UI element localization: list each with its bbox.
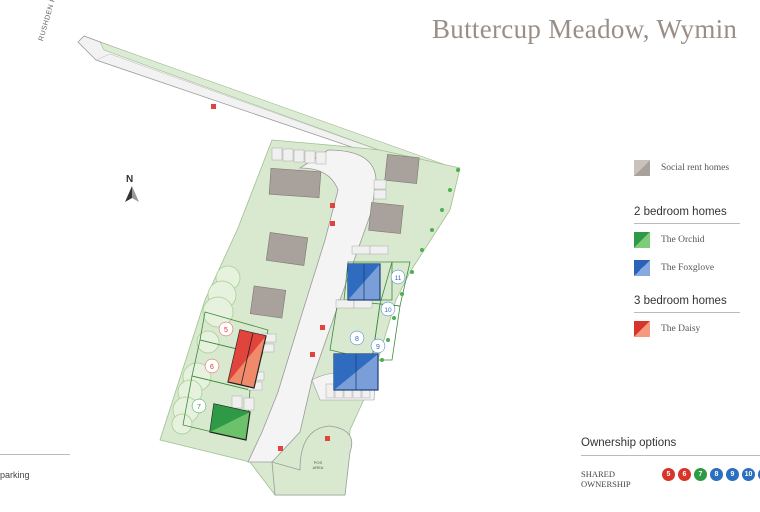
legend-foxglove: The Foxglove (634, 260, 714, 276)
ownership-title: Ownership options (581, 437, 677, 449)
badge-plot-7: 7 (694, 468, 707, 481)
foxglove-homes (333, 263, 381, 391)
badge-plot-11: 11 (758, 468, 760, 481)
three-bed-rule (634, 312, 740, 313)
plot-9-label: 9 (376, 344, 380, 351)
social-rent-label: Social rent homes (661, 163, 730, 173)
legend-daisy: The Daisy (634, 321, 700, 337)
legend-social-rent: Social rent homes (634, 160, 729, 176)
plot-8-label: 8 (355, 336, 359, 343)
two-bed-heading: 2 bedroom homes (634, 206, 727, 218)
parking-rule (0, 454, 70, 455)
daisy-swatch (634, 321, 650, 337)
plot-7-label: 7 (197, 404, 201, 411)
parking-label: parking (0, 470, 30, 480)
badge-plot-10: 10 (742, 468, 755, 481)
orchid-swatch (634, 232, 650, 248)
badge-plot-8: 8 (710, 468, 723, 481)
plot-10-label: 10 (384, 307, 392, 314)
play-area-label-2: AREA (313, 465, 324, 470)
shared-ownership-line2: OWNERSHIP (581, 479, 631, 489)
badge-plot-9: 9 (726, 468, 739, 481)
shared-ownership-line1: SHARED (581, 469, 616, 479)
north-label: N (126, 174, 134, 185)
badge-plot-5: 5 (662, 468, 675, 481)
plot-11-label: 11 (395, 275, 402, 282)
social-rent-swatch (634, 160, 650, 176)
badge-plot-6: 6 (678, 468, 691, 481)
parking-markers (211, 104, 335, 451)
page-title: Buttercup Meadow, Wymin (432, 14, 738, 44)
daisy-label: The Daisy (661, 324, 701, 334)
two-bed-rule (634, 223, 740, 224)
foxglove-swatch (634, 260, 650, 276)
daisy-homes (227, 329, 267, 389)
plot-5-label: 5 (224, 327, 228, 334)
plot-6-label: 6 (210, 364, 214, 371)
orchid-home (209, 403, 251, 441)
north-arrow-icon (125, 186, 139, 202)
legend-orchid: The Orchid (634, 232, 705, 248)
orchid-label: The Orchid (661, 235, 705, 245)
three-bed-heading: 3 bedroom homes (634, 295, 727, 307)
hedgerow (380, 168, 460, 362)
social-rent-homes (249, 154, 420, 319)
ownership-plot-badges: 5 6 7 8 9 10 11 (662, 468, 760, 481)
ownership-rule (581, 455, 760, 456)
foxglove-label: The Foxglove (661, 263, 715, 273)
tree-belt (171, 265, 241, 435)
play-area-label-1: POS (314, 460, 323, 465)
shared-ownership-label: SHARED OWNERSHIP (581, 469, 631, 489)
